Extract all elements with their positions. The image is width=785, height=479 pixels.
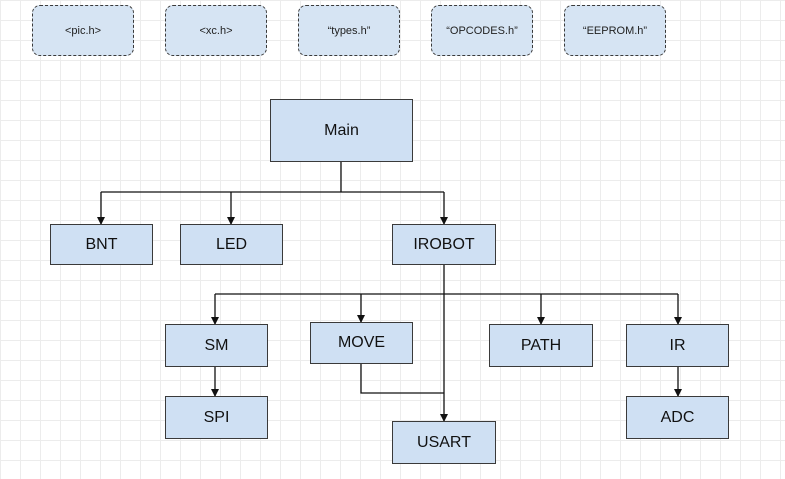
- node-label: ADC: [660, 408, 695, 426]
- node-label: USART: [417, 433, 471, 451]
- header-include-xc: <xc.h>: [165, 5, 267, 56]
- node-ir: IR: [626, 324, 729, 367]
- node-main: Main: [270, 99, 413, 162]
- node-label: BNT: [85, 235, 118, 253]
- header-include-eeprom: “EEPROM.h”: [564, 5, 666, 56]
- header-include-types: “types.h”: [298, 5, 400, 56]
- node-label: MOVE: [337, 334, 386, 351]
- node-bnt: BNT: [50, 224, 153, 265]
- node-adc: ADC: [626, 396, 729, 439]
- node-usart: USART: [392, 421, 496, 464]
- header-label: “types.h”: [327, 24, 371, 37]
- node-led: LED: [180, 224, 283, 265]
- header-label: <xc.h>: [199, 24, 233, 37]
- node-spi: SPI: [165, 396, 268, 439]
- node-sm: SM: [165, 324, 268, 367]
- node-move: MOVE: [310, 322, 413, 364]
- header-label: “OPCODES.h”: [446, 24, 518, 37]
- node-irobot: IROBOT: [392, 224, 496, 265]
- header-include-pic: <pic.h>: [32, 5, 134, 56]
- header-include-opcodes: “OPCODES.h”: [431, 5, 533, 56]
- node-label: SM: [204, 336, 229, 354]
- header-label: “EEPROM.h”: [582, 24, 648, 37]
- connector-move-to-usart: [360, 364, 444, 394]
- node-label: LED: [215, 235, 248, 253]
- node-label: SPI: [203, 408, 230, 426]
- node-label: IR: [669, 336, 686, 354]
- node-label: IROBOT: [413, 235, 475, 253]
- node-path: PATH: [489, 324, 593, 367]
- header-label: <pic.h>: [64, 24, 102, 37]
- node-label: Main: [324, 121, 359, 139]
- node-label: PATH: [520, 336, 562, 354]
